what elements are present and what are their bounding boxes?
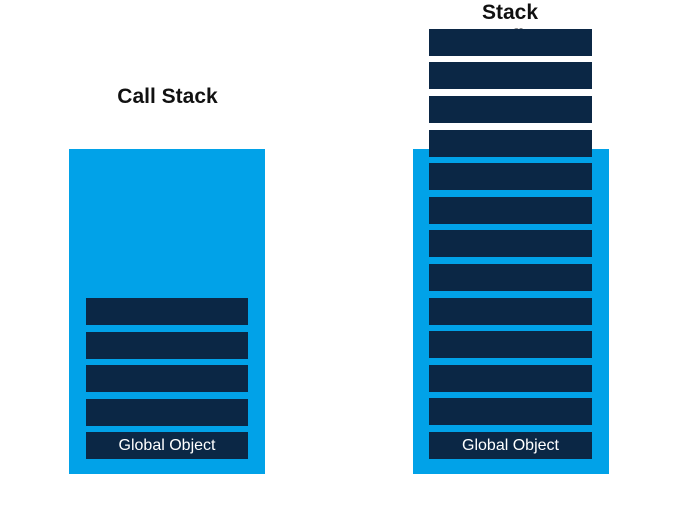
call-stack-global-object-frame: Global Object xyxy=(86,432,248,459)
stack-overflow-frame xyxy=(429,264,592,291)
stack-overflow-frame xyxy=(429,196,592,224)
stack-overflow-frame xyxy=(429,398,592,426)
stack-overflow-global-object-frame: Global Object xyxy=(429,432,592,459)
stack-overflow-frame xyxy=(429,96,592,123)
stack-overflow-frame xyxy=(429,297,592,325)
call-stack-frame xyxy=(86,298,248,325)
call-stack-frame xyxy=(86,365,248,392)
stack-overflow-frame xyxy=(429,331,592,359)
stack-overflow-frame xyxy=(429,230,592,258)
stack-overflow-frame xyxy=(429,163,592,191)
call-stack-frame xyxy=(86,331,248,359)
call-stack-title: Call Stack xyxy=(117,85,218,108)
stack-overflow-frame xyxy=(429,364,592,392)
stack-overflow-frame xyxy=(429,129,592,157)
stack-overflow-title-line1: Stack xyxy=(481,1,539,24)
stack-overflow-frame xyxy=(429,62,592,90)
call-stack-frame xyxy=(86,398,248,426)
stack-overflow-frame xyxy=(429,28,592,56)
